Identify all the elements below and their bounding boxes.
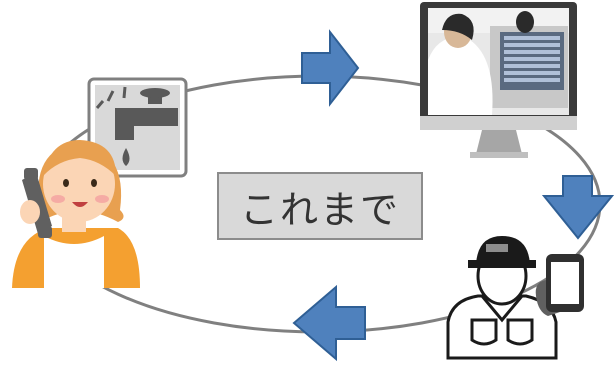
smartphone-icon <box>535 254 584 316</box>
arrow-right-top <box>301 29 360 107</box>
center-label-box: これまで <box>217 172 423 240</box>
phone-handset-icon <box>22 168 52 238</box>
customer-on-phone-icon <box>12 140 140 288</box>
arrow-left-bottom <box>292 284 366 362</box>
center-label-text: これまで <box>239 187 400 232</box>
repair-worker-icon <box>446 236 558 360</box>
arrow-down-right <box>541 175 615 240</box>
call-center-monitor-icon <box>420 2 577 158</box>
